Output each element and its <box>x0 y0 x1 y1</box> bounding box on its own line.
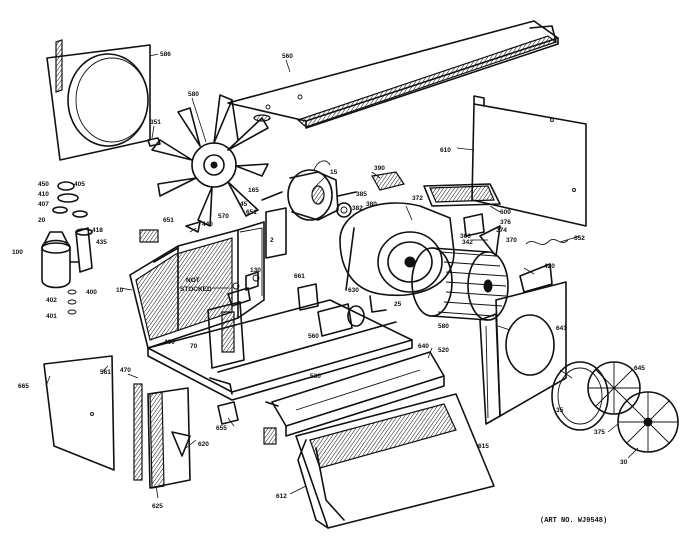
leader-lines <box>45 53 639 499</box>
part-label: 30 <box>620 459 628 466</box>
part-label: 615 <box>478 443 489 450</box>
part-label: 440 <box>202 221 213 228</box>
part-label: 418 <box>92 227 103 234</box>
not-stocked-note: NOT STOCKED <box>180 277 230 293</box>
bulkhead-panel <box>479 281 567 425</box>
part-label: 645 <box>634 365 645 372</box>
part-label: 130 <box>250 267 261 274</box>
part-label: 665 <box>18 383 29 390</box>
part-label: 70 <box>190 343 198 350</box>
part-label: 380 <box>366 201 377 208</box>
part-label: 382 <box>352 205 363 212</box>
part-label: 10 <box>116 287 124 294</box>
part-label: 410 <box>38 191 49 198</box>
part-label: 165 <box>248 187 259 194</box>
part-label: 400 <box>86 289 97 296</box>
blower-housing <box>339 202 455 313</box>
rear-panel <box>471 95 587 227</box>
part-label: 385 <box>356 191 367 198</box>
art-number: (ART NO. WJ9548) <box>540 517 607 525</box>
part-label: 420 <box>544 263 555 270</box>
part-label: 561 <box>100 369 111 376</box>
part-label: 375 <box>594 429 605 436</box>
part-label: 25 <box>394 301 402 308</box>
evaporator-fan-parts <box>551 361 679 453</box>
part-label: 402 <box>46 297 57 304</box>
part-label: 407 <box>38 201 49 208</box>
part-label: 640 <box>418 343 429 350</box>
part-label: 370 <box>506 237 517 244</box>
part-label: 620 <box>198 441 209 448</box>
part-label: 20 <box>38 217 46 224</box>
part-label: 661 <box>294 273 305 280</box>
part-label: 610 <box>440 147 451 154</box>
filter-strips <box>133 383 191 489</box>
part-label: 651 <box>246 209 257 216</box>
fan-shroud <box>46 39 151 161</box>
part-label: 360 <box>460 233 471 240</box>
base-pan <box>147 299 413 401</box>
part-label: 612 <box>276 493 287 500</box>
part-label: 580 <box>438 323 449 330</box>
part-label: 625 <box>152 503 163 510</box>
part-label: 351 <box>150 119 161 126</box>
part-label: 600 <box>500 209 511 216</box>
part-label: 586 <box>160 51 171 58</box>
blower-wheel <box>411 247 509 321</box>
part-label: 15 <box>330 169 338 176</box>
part-label: 401 <box>46 313 57 320</box>
part-label: 560 <box>282 53 293 60</box>
not-stocked-line2: STOCKED <box>180 286 212 293</box>
part-label: 374 <box>496 227 507 234</box>
front-panel <box>295 393 495 529</box>
part-label: 390 <box>374 165 385 172</box>
compressor-assembly <box>41 181 93 315</box>
control-components <box>207 207 365 369</box>
part-label: 450 <box>38 181 49 188</box>
part-label: 376 <box>500 219 511 226</box>
discharge-grille <box>265 351 445 437</box>
part-label: 470 <box>120 367 131 374</box>
condenser-fan-blade <box>151 94 269 227</box>
top-cover-panel <box>227 20 559 129</box>
part-label: 405 <box>74 181 85 188</box>
part-label: 435 <box>96 239 107 246</box>
part-label: 45 <box>240 201 248 208</box>
fan-motor <box>261 160 357 221</box>
part-label: 641 <box>556 325 567 332</box>
part-label: 570 <box>218 213 229 220</box>
small-parts <box>139 137 405 445</box>
part-label: 560 <box>308 333 319 340</box>
part-label: 651 <box>163 217 174 224</box>
part-label: 342 <box>462 239 473 246</box>
part-label: 530 <box>310 373 321 380</box>
bulkhead-assembly <box>423 183 569 293</box>
part-label: 2 <box>270 237 274 244</box>
part-label: 100 <box>12 249 23 256</box>
part-label: 652 <box>574 235 585 242</box>
side-panel <box>43 355 115 471</box>
part-label: 520 <box>438 347 449 354</box>
not-stocked-line1: NOT <box>186 277 200 284</box>
part-label: 580 <box>188 91 199 98</box>
part-label: 372 <box>412 195 423 202</box>
part-label: 655 <box>216 425 227 432</box>
part-label: 400 <box>164 339 175 346</box>
part-label: 630 <box>348 287 359 294</box>
part-label: 35 <box>556 407 564 414</box>
part-labels: 586 560 580 610 351 450 410 407 405 20 4… <box>12 51 645 510</box>
